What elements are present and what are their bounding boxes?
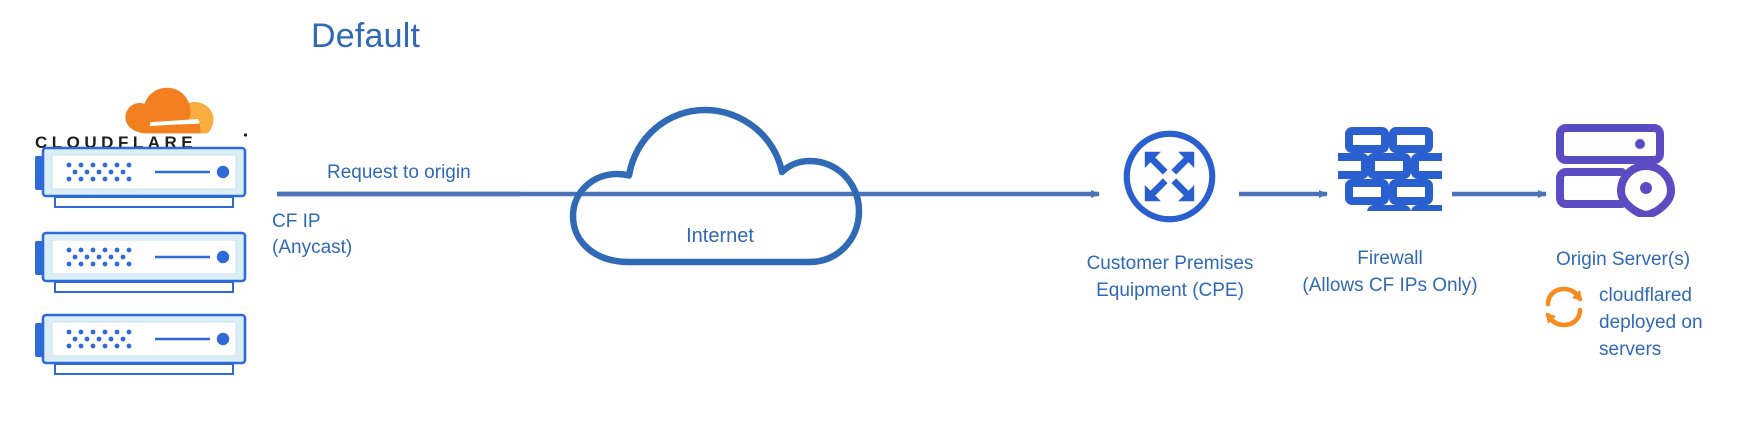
sync-arrows-icon: [1545, 286, 1583, 328]
cloudflared-line1: cloudflared: [1599, 285, 1692, 306]
label-firewall-line1: Firewall: [1357, 248, 1423, 269]
label-firewall-line2: (Allows CF IPs Only): [1302, 275, 1478, 296]
label-cf-ip: CF IP (Anycast): [272, 209, 352, 261]
label-firewall: Firewall (Allows CF IPs Only): [1240, 245, 1540, 299]
label-cf-ip-line1: CF IP: [272, 211, 321, 232]
page-title: Default: [311, 17, 421, 55]
label-cf-ip-line2: (Anycast): [272, 237, 353, 258]
cloudflare-edge-server-3: [35, 313, 247, 375]
cloudflared-annotation: cloudflared deployed on servers: [1541, 285, 1758, 386]
cloudflare-cloud-logo-icon: [125, 87, 214, 134]
label-cpe: Customer Premises Equipment (CPE): [1020, 250, 1320, 304]
cloudflare-edge-server-2: [35, 231, 247, 293]
cloudflared-text: cloudflared deployed on servers: [1599, 282, 1703, 363]
label-cpe-line2: Equipment (CPE): [1096, 280, 1244, 301]
label-internet: Internet: [686, 225, 754, 247]
cloudflare-edge-server-1: [35, 146, 247, 208]
server-rack-location-pin-icon: [1556, 124, 1675, 217]
cloudflared-line2: deployed on: [1599, 312, 1703, 333]
cloudflared-line3: servers: [1599, 339, 1662, 360]
label-origin-server: Origin Server(s): [1555, 249, 1691, 270]
router-four-arrows-icon: [1123, 130, 1216, 223]
label-request-to-origin: Request to origin: [327, 162, 471, 183]
cloud-icon: [569, 106, 863, 266]
brick-wall-icon: [1338, 127, 1442, 211]
label-cpe-line1: Customer Premises: [1086, 253, 1254, 274]
